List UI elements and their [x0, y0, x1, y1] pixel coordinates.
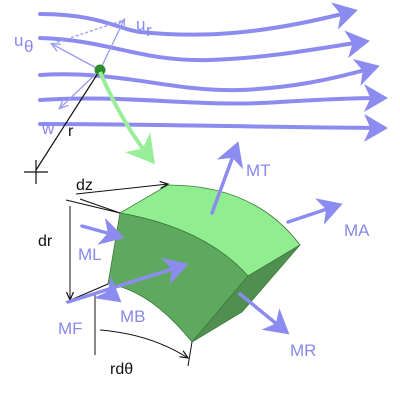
- mt-label: MT: [246, 161, 271, 180]
- dz-dimension: [75, 184, 168, 195]
- dimension-lines: [65, 184, 193, 367]
- mr-arrow: [238, 292, 290, 335]
- moment-arrows: [66, 141, 343, 335]
- velocity-vectors: [52, 20, 124, 108]
- fluid-particle: [94, 64, 106, 76]
- u-theta-arrow: [52, 44, 101, 71]
- u-r-label: u: [136, 15, 145, 34]
- fluid-element: [107, 184, 301, 343]
- u-theta-label: u: [14, 31, 23, 50]
- streamline-4: [38, 84, 388, 113]
- mf-arrow: [66, 257, 189, 304]
- rdtheta-label: rdθ: [110, 361, 133, 378]
- w-label: w: [41, 119, 55, 138]
- streamline-1: [38, 2, 358, 37]
- mt-arrow: [210, 141, 244, 215]
- ma-label: MA: [344, 221, 370, 240]
- dr-label: dr: [38, 233, 53, 250]
- streamline-2: [38, 30, 370, 63]
- rdtheta-arc: [99, 329, 188, 358]
- mr-label: MR: [290, 341, 316, 360]
- streamline-5: [38, 113, 388, 142]
- ml-arrow: [80, 217, 125, 245]
- mb-label: MB: [120, 307, 146, 326]
- dr-ext-top: [65, 199, 121, 214]
- rdtheta-ext-right: [187, 341, 193, 367]
- dz-ext-a: [79, 198, 121, 214]
- mf-label: MF: [58, 319, 83, 338]
- ml-label: ML: [78, 245, 102, 264]
- u-theta-sub: θ: [24, 37, 33, 56]
- ma-arrow: [286, 198, 343, 225]
- radius-indicator: [24, 69, 101, 184]
- mb-arrow: [93, 276, 122, 303]
- r-label: r: [68, 123, 74, 140]
- construction-line: [51, 19, 125, 45]
- streamlines: [38, 2, 388, 142]
- u-r-arrow: [99, 20, 124, 71]
- radius-line: [35, 69, 101, 171]
- w-arrow: [60, 69, 101, 108]
- element-side-face: [191, 244, 301, 343]
- zoom-arrow: [98, 71, 155, 165]
- u-r-sub: r: [146, 21, 152, 40]
- dz-label: dz: [76, 177, 93, 194]
